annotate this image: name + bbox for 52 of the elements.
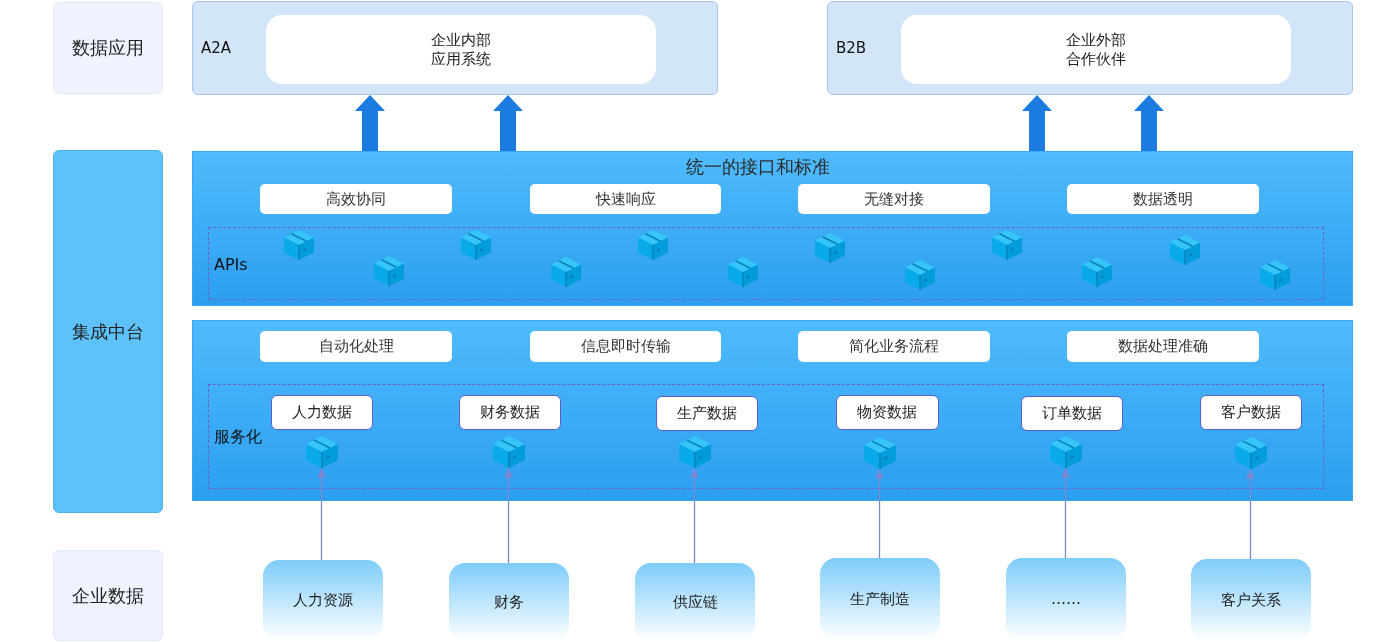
feature-box: 信息即时传输	[530, 331, 721, 362]
feature-box: 自动化处理	[260, 331, 452, 362]
block-arrow	[1022, 95, 1052, 151]
source-box: 财务	[449, 563, 569, 641]
cube-icon	[862, 435, 897, 470]
group-label: APIs	[214, 254, 248, 273]
feature-box: 数据透明	[1067, 184, 1259, 214]
layer-label: 集成中台	[53, 150, 163, 513]
data-box: 物资数据	[835, 394, 939, 430]
panel	[827, 1, 1353, 95]
dashed-group	[208, 227, 1324, 300]
source-box: 客户关系	[1191, 559, 1311, 641]
data-box: 财务数据	[458, 394, 561, 430]
feature-box: 简化业务流程	[798, 331, 990, 362]
source-box: 供应链	[635, 563, 755, 641]
panel	[192, 1, 718, 95]
cube-icon	[491, 434, 526, 469]
dashed-group	[208, 384, 1324, 489]
cube-icon	[304, 434, 339, 469]
feature-box: 数据处理准确	[1067, 331, 1259, 362]
panel	[192, 151, 1353, 306]
arrow	[1246, 468, 1255, 560]
arrow	[1061, 467, 1070, 559]
source-box: 生产制造	[820, 558, 940, 640]
feature-box: 快速响应	[530, 184, 721, 214]
group-label: 服务化	[214, 426, 262, 447]
source-box: ……	[1006, 558, 1126, 640]
feature-box: 无缝对接	[798, 184, 990, 214]
data-box: 客户数据	[1199, 394, 1302, 430]
arrow	[690, 467, 699, 564]
arrow	[317, 467, 326, 561]
layer-label: 企业数据	[53, 550, 163, 641]
content-box: 企业外部合作伙伴	[901, 15, 1291, 84]
arrow	[875, 468, 884, 559]
content-box: 企业内部应用系统	[266, 15, 656, 84]
panel-label: A2A	[201, 39, 232, 57]
data-box: 订单数据	[1020, 395, 1123, 431]
panel-title: 统一的接口和标准	[686, 155, 831, 179]
feature-box: 高效协同	[260, 184, 452, 214]
data-box: 人力数据	[270, 394, 373, 430]
cube-icon	[1048, 434, 1083, 469]
source-box: 人力资源	[263, 560, 383, 640]
block-arrow	[493, 95, 523, 151]
cube-icon	[677, 434, 712, 469]
panel-label: B2B	[836, 39, 867, 57]
layer-label: 数据应用	[53, 2, 163, 94]
panel	[192, 320, 1353, 501]
data-box: 生产数据	[655, 395, 758, 431]
cube-icon	[1233, 435, 1268, 470]
block-arrow	[355, 95, 385, 151]
block-arrow	[1134, 95, 1164, 151]
arrow	[504, 467, 513, 564]
